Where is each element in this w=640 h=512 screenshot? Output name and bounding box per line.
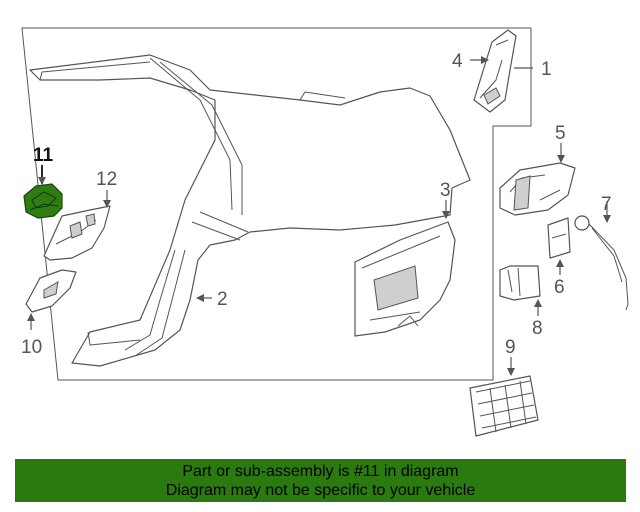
callout-2: 2 — [217, 289, 228, 310]
part-11-shape — [23, 183, 63, 219]
callout-6: 6 — [554, 277, 565, 298]
banner-line-2: Diagram may not be specific to your vehi… — [165, 482, 476, 499]
callout-8: 8 — [532, 318, 543, 339]
part-10-bracket — [25, 269, 77, 313]
part-6-hinge — [547, 217, 571, 259]
parts-diagram: 1 4 2 3 5 6 7 — [21, 27, 629, 437]
part-7-cable — [574, 215, 629, 311]
banner-line-1: Part or sub-assembly is #11 in diagram — [182, 463, 459, 480]
part-9-vent-grille — [469, 375, 539, 437]
callout-3: 3 — [440, 180, 451, 201]
callout-1: 1 — [541, 59, 552, 80]
part-5-filler-pocket — [499, 162, 576, 216]
part-11-highlighted — [23, 183, 63, 219]
callout-4: 4 — [452, 51, 463, 72]
quarter-panel-assembly-outline — [21, 27, 532, 381]
part-12-reinforcement — [43, 205, 111, 261]
callout-7: 7 — [601, 194, 612, 215]
callout-9: 9 — [505, 337, 516, 358]
callout-5: 5 — [555, 123, 566, 144]
callout-12: 12 — [96, 169, 117, 190]
part-3-trim-panel — [354, 221, 456, 337]
part-8-retainer — [499, 265, 541, 301]
info-banner: Part or sub-assembly is #11 in diagram D… — [15, 459, 626, 502]
callout-11: 11 — [33, 145, 54, 166]
callout-10: 10 — [21, 337, 42, 358]
quarter-panel — [29, 54, 471, 367]
part-4-bracket — [473, 29, 517, 113]
